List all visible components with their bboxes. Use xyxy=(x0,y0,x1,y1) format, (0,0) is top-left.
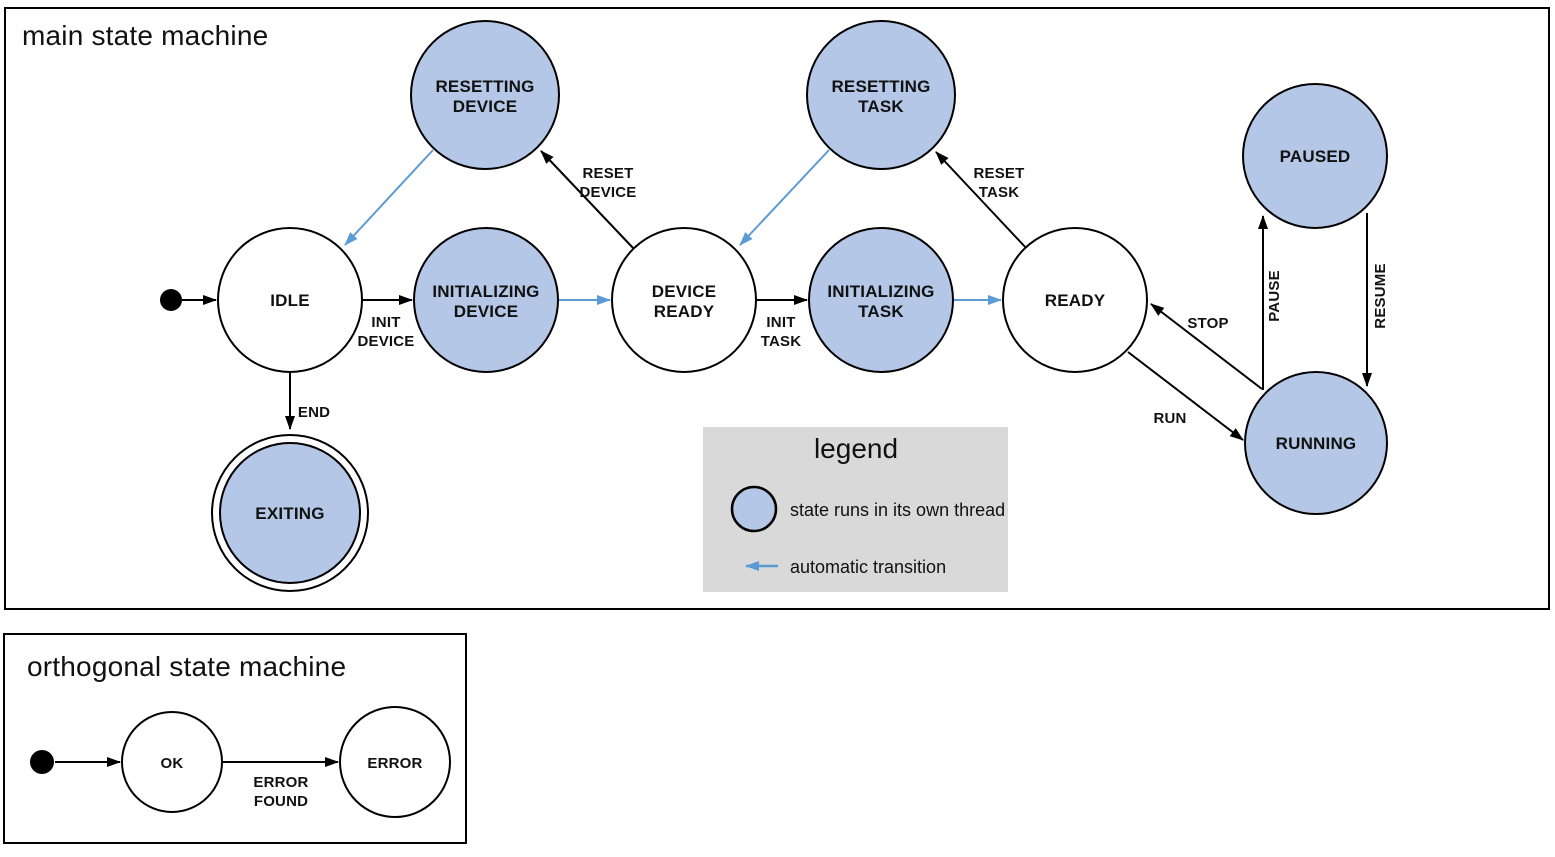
main-machine-title: main state machine xyxy=(22,20,268,51)
legend-auto-transition-label: automatic transition xyxy=(790,557,946,577)
main-transition-label-running-to-ready-0: STOP xyxy=(1187,315,1228,332)
legend-title: legend xyxy=(814,433,898,464)
main-transition-running-to-ready xyxy=(1150,303,1263,390)
orthogonal-state-label-ok-0: OK xyxy=(161,755,184,772)
main-state-resetting-device xyxy=(410,20,560,170)
legend: legend state runs in its own thread auto… xyxy=(703,427,1008,592)
main-state-label-initializing-task-0: INITIALIZING xyxy=(827,282,934,301)
main-machine-layer: INIT DEVICE RESET DEVICE INIT TASK RESET TASK ST… xyxy=(160,20,1389,592)
main-state-label-paused-0: PAUSED xyxy=(1280,147,1351,166)
main-transition-ready-to-running xyxy=(1127,351,1244,441)
orthogonal-initial-state-dot xyxy=(30,750,54,774)
main-state-initializing-device xyxy=(413,227,559,373)
main-state-idle xyxy=(217,227,363,373)
main-state-paused xyxy=(1242,83,1388,229)
main-transition-label-idle-to-initializing-device-0: INIT xyxy=(371,314,400,331)
main-transition-label-ready-to-running-0: RUN xyxy=(1153,410,1186,427)
main-state-label-initializing-device-1: DEVICE xyxy=(454,302,519,321)
main-transition-label-idle-to-initializing-device-1: DEVICE xyxy=(357,333,414,350)
orthogonal-transition-label-ok-to-error-0: ERROR xyxy=(253,774,308,791)
main-state-label-resetting-task-0: RESETTING xyxy=(831,77,930,96)
orthogonal-state-ok xyxy=(121,711,223,813)
main-transition-label-device-ready-to-resetting-device-1: DEVICE xyxy=(579,184,636,201)
main-state-label-resetting-device-1: DEVICE xyxy=(453,97,518,116)
orthogonal-transition-label-ok-to-error-1: FOUND xyxy=(254,793,308,810)
orthogonal-state-label-error-0: ERROR xyxy=(367,755,422,772)
main-machine-frame xyxy=(4,7,1550,610)
main-state-label-resetting-device-0: RESETTING xyxy=(435,77,534,96)
main-state-initializing-task xyxy=(808,227,954,373)
main-state-label-ready-0: READY xyxy=(1045,291,1106,310)
main-transition-ready-to-resetting-task xyxy=(935,151,1029,251)
orthogonal-state-error xyxy=(339,706,451,818)
main-state-label-idle-0: IDLE xyxy=(270,291,310,310)
main-transition-label-device-ready-to-initializing-task-0: INIT xyxy=(766,314,795,331)
main-transition-resetting-device-to-idle xyxy=(344,149,434,246)
main-state-label-device-ready-1: READY xyxy=(654,302,715,321)
main-transition-label-device-ready-to-initializing-task-1: TASK xyxy=(761,333,802,350)
main-transition-label-device-ready-to-resetting-device-0: RESET xyxy=(582,165,633,182)
main-initial-state-dot xyxy=(160,289,182,311)
main-state-exiting xyxy=(219,442,361,584)
main-state-label-initializing-device-0: INITIALIZING xyxy=(432,282,539,301)
main-transition-device-ready-to-resetting-device xyxy=(540,150,635,250)
main-state-label-device-ready-0: DEVICE xyxy=(652,282,717,301)
orthogonal-machine-frame xyxy=(3,633,467,844)
main-state-device-ready xyxy=(611,227,757,373)
main-state-label-initializing-task-1: TASK xyxy=(858,302,904,321)
main-state-ready xyxy=(1002,227,1148,373)
main-transition-resetting-task-to-device-ready xyxy=(739,149,830,246)
main-transition-label-paused-to-running-0: RESUME xyxy=(1372,263,1389,328)
main-state-running xyxy=(1244,371,1388,515)
main-transition-label-ready-to-resetting-task-0: RESET xyxy=(973,165,1024,182)
orthogonal-machine-title: orthogonal state machine xyxy=(27,651,346,682)
legend-thread-state-label: state runs in its own thread xyxy=(790,500,1005,520)
orthogonal-machine-layer: ERROR FOUND OK ERROR xyxy=(30,706,451,818)
main-transition-label-idle-to-exiting-0: END xyxy=(298,404,330,421)
main-state-label-resetting-task-1: TASK xyxy=(858,97,904,116)
main-state-label-exiting-0: EXITING xyxy=(255,504,324,523)
main-transition-label-running-to-paused-0: PAUSE xyxy=(1266,270,1283,322)
main-state-label-running-0: RUNNING xyxy=(1276,434,1357,453)
legend-thread-state-swatch xyxy=(730,485,778,533)
main-transition-label-ready-to-resetting-task-1: TASK xyxy=(979,184,1020,201)
main-state-resetting-task xyxy=(806,20,956,170)
